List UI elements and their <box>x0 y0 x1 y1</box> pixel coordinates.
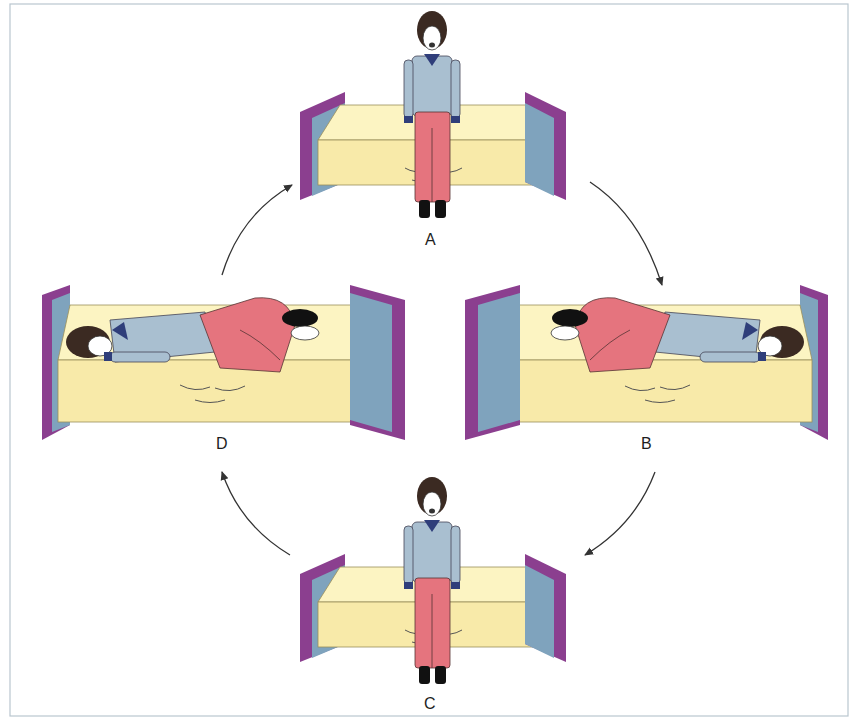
cycle-arrow <box>585 472 655 555</box>
person-lying-b <box>465 285 828 440</box>
step-letter: B <box>641 435 652 453</box>
person-standing-c <box>404 477 460 684</box>
cycle-arrow <box>222 472 290 555</box>
step-letter: D <box>216 435 228 453</box>
person-standing-a <box>404 11 460 218</box>
cycle-arrow <box>590 182 662 285</box>
step-letter: C <box>424 695 436 713</box>
frame <box>10 4 848 716</box>
step-letter: A <box>425 231 436 249</box>
cycle-arrow <box>222 185 292 275</box>
person-lying-d <box>42 285 405 440</box>
